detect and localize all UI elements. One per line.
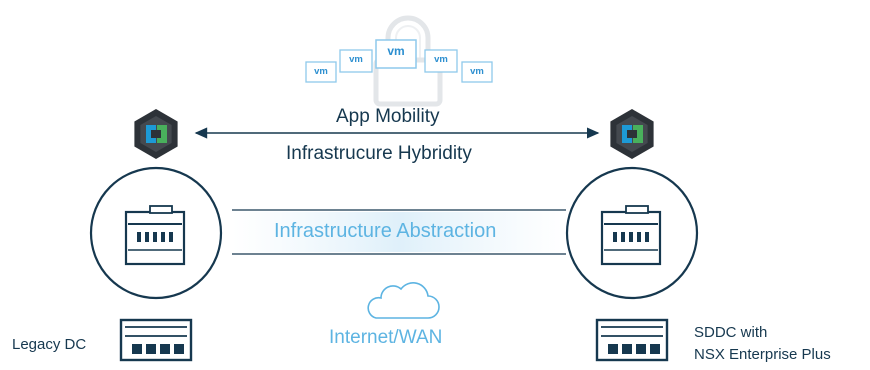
vm-label-3: vm xyxy=(387,44,405,58)
mobility-badge-icon-left xyxy=(134,109,178,159)
network-label: Internet/WAN xyxy=(329,327,443,348)
cloud-icon xyxy=(367,282,440,319)
vm-box-2 xyxy=(339,49,373,73)
abstraction-label: Infrastructure Abstraction xyxy=(274,220,497,242)
datacenter-building-icon xyxy=(124,205,186,266)
vm-box-3 xyxy=(375,39,417,69)
datacenter-circle-left xyxy=(89,166,223,300)
app-mobility-label: App Mobility xyxy=(336,106,440,127)
vm-box-1 xyxy=(305,61,337,83)
vm-label-2: vm xyxy=(349,54,363,65)
sddc-label-line1: SDDC with xyxy=(694,324,768,341)
hybridity-label: Infrastrucure Hybridity xyxy=(286,143,472,164)
sddc-building-icon xyxy=(595,318,669,362)
legacy-dc-label: Legacy DC xyxy=(12,336,87,353)
vm-label-4: vm xyxy=(434,54,448,65)
mobility-badge-icon-right xyxy=(610,109,654,159)
vm-box-4 xyxy=(424,49,458,73)
legacy-dc-building-icon xyxy=(119,318,193,362)
vm-label-1: vm xyxy=(314,66,328,77)
vm-box-5 xyxy=(461,61,493,83)
datacenter-circle-right xyxy=(565,166,699,300)
vm-label-5: vm xyxy=(470,66,484,77)
sddc-label-line2: NSX Enterprise Plus xyxy=(694,346,831,363)
datacenter-building-icon xyxy=(600,205,662,266)
abstraction-glow xyxy=(232,212,566,252)
